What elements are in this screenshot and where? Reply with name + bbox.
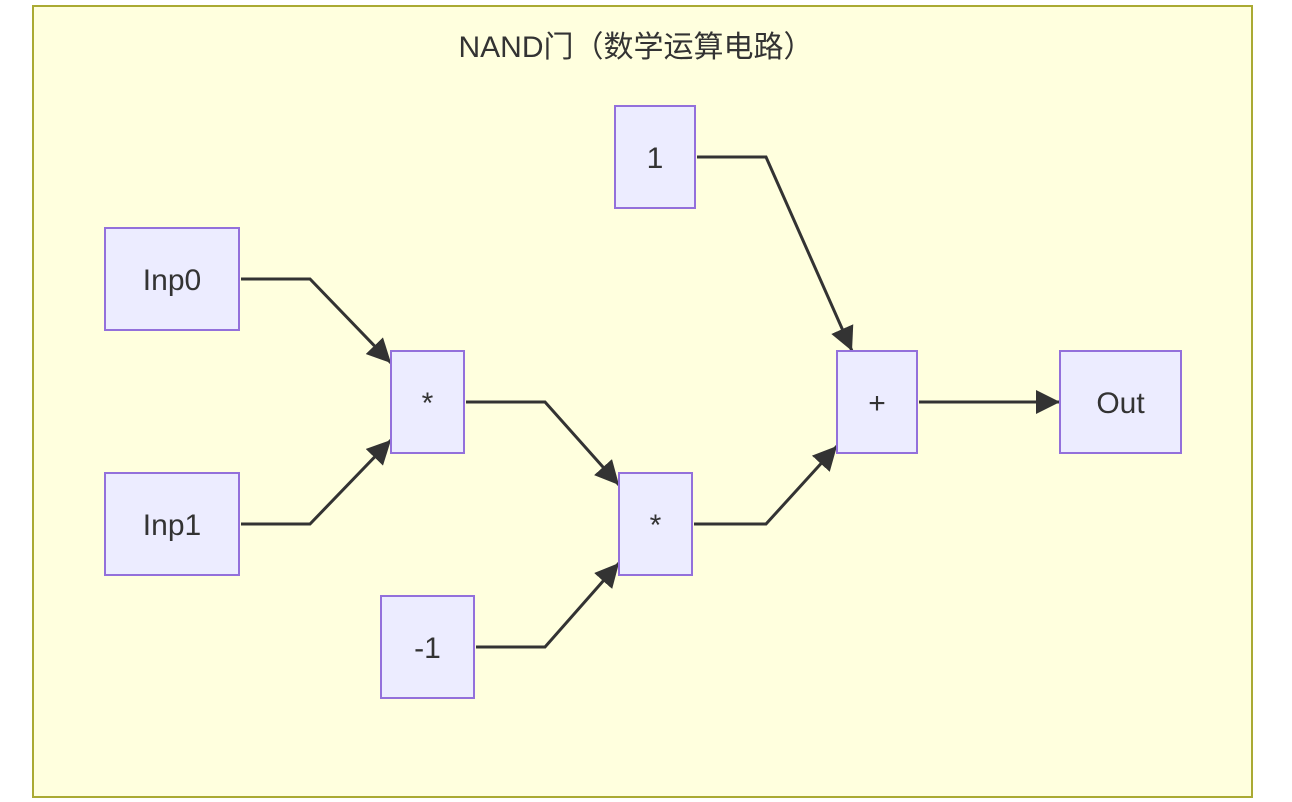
edge-mul1-to-mul2 xyxy=(466,400,621,486)
node-label-out: Out xyxy=(1096,387,1145,420)
node-box-one xyxy=(614,105,696,209)
node-label-one: 1 xyxy=(647,142,664,175)
edge-inp1-to-mul1 xyxy=(241,438,393,526)
node-box-mul2 xyxy=(618,472,693,576)
node-inp0: Inp0 xyxy=(104,227,240,331)
node-label-add: + xyxy=(868,387,886,420)
edge-inp0-to-mul1 xyxy=(241,277,393,365)
node-mul2: * xyxy=(618,472,693,576)
node-box-neg1 xyxy=(380,595,475,699)
node-mul1: * xyxy=(390,350,465,454)
node-label-mul1: * xyxy=(422,387,434,420)
node-neg1: -1 xyxy=(380,595,475,699)
node-label-mul2: * xyxy=(650,509,662,542)
cluster-title: NAND门（数学运算电路） xyxy=(458,31,813,64)
node-one: 1 xyxy=(614,105,696,209)
edges-layer xyxy=(241,155,1060,649)
node-box-out xyxy=(1059,350,1182,454)
edge-neg1-to-mul2 xyxy=(476,562,621,649)
node-box-inp0 xyxy=(104,227,240,331)
edge-one-to-add xyxy=(697,155,854,352)
node-add: + xyxy=(836,350,918,454)
edge-mul2-to-add xyxy=(694,444,839,526)
node-box-inp1 xyxy=(104,472,240,576)
node-label-inp1: Inp1 xyxy=(143,509,201,542)
node-inp1: Inp1 xyxy=(104,472,240,576)
node-box-add xyxy=(836,350,918,454)
node-label-neg1: -1 xyxy=(414,632,441,665)
node-out: Out xyxy=(1059,350,1182,454)
node-box-mul1 xyxy=(390,350,465,454)
node-label-inp0: Inp0 xyxy=(143,264,201,297)
